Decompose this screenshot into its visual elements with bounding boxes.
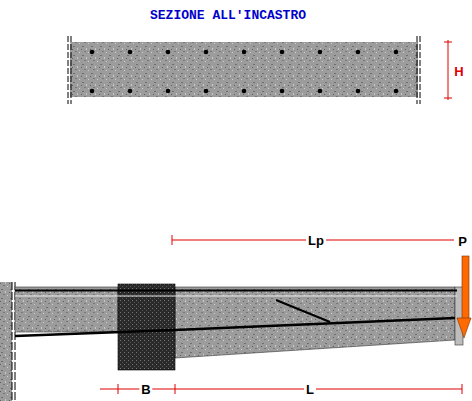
cantilever-beam (15, 284, 463, 370)
dimension-tick (118, 384, 119, 394)
bottom-rebar (15, 318, 455, 336)
rebar-dot (128, 50, 133, 55)
rebar-dot (90, 50, 95, 55)
rebar-dot (242, 89, 247, 94)
rebar-dot (394, 89, 399, 94)
section-break-line (71, 36, 72, 104)
rebar-dot (280, 89, 285, 94)
rebar-dot (318, 89, 323, 94)
section-view (68, 36, 420, 104)
section-break-line (417, 36, 418, 104)
rebar-dot (280, 50, 285, 55)
section-break-line (420, 36, 421, 104)
dimension-line (100, 389, 462, 390)
section-break-line (68, 36, 69, 104)
dimension-tick (172, 235, 173, 245)
top-rebar (15, 290, 457, 292)
rebar-dot (394, 50, 399, 55)
section-concrete (70, 42, 418, 97)
rebar-dot (356, 89, 361, 94)
load-arrow (457, 256, 471, 338)
load-distance-label: Lp (306, 234, 326, 247)
rebar-dot (318, 50, 323, 55)
beam-tapered-span (175, 287, 455, 358)
dimension-tick (444, 98, 452, 99)
h-dimension (444, 40, 452, 100)
rebar-dot (166, 50, 171, 55)
beam-back-span (15, 287, 118, 332)
bl-dimension (100, 384, 462, 394)
height-label: H (452, 65, 465, 78)
dimension-tick (175, 384, 176, 394)
arrow-shaft (462, 256, 469, 320)
rebar-dot (356, 50, 361, 55)
support-block (118, 284, 175, 370)
rebar-dot (166, 89, 171, 94)
rebar-dot (128, 89, 133, 94)
section-title: SEZIONE ALL'INCASTRO (150, 9, 306, 22)
dimension-line (448, 40, 449, 100)
rebar-dot (242, 50, 247, 55)
rebar-dot (204, 89, 209, 94)
beam-highlight (15, 296, 457, 297)
rebar-dot (204, 50, 209, 55)
dimension-tick (444, 42, 452, 43)
wall-edge (12, 282, 13, 401)
dimension-tick (462, 384, 463, 394)
span-length-label: L (304, 383, 316, 396)
arrow-head (457, 318, 471, 338)
fixed-wall (0, 282, 15, 401)
wall-body (0, 282, 12, 401)
rebar-dots (90, 50, 399, 94)
rebar-dot (90, 89, 95, 94)
support-width-label: B (139, 383, 152, 396)
load-label: P (456, 235, 469, 248)
bent-rebar (276, 300, 330, 322)
